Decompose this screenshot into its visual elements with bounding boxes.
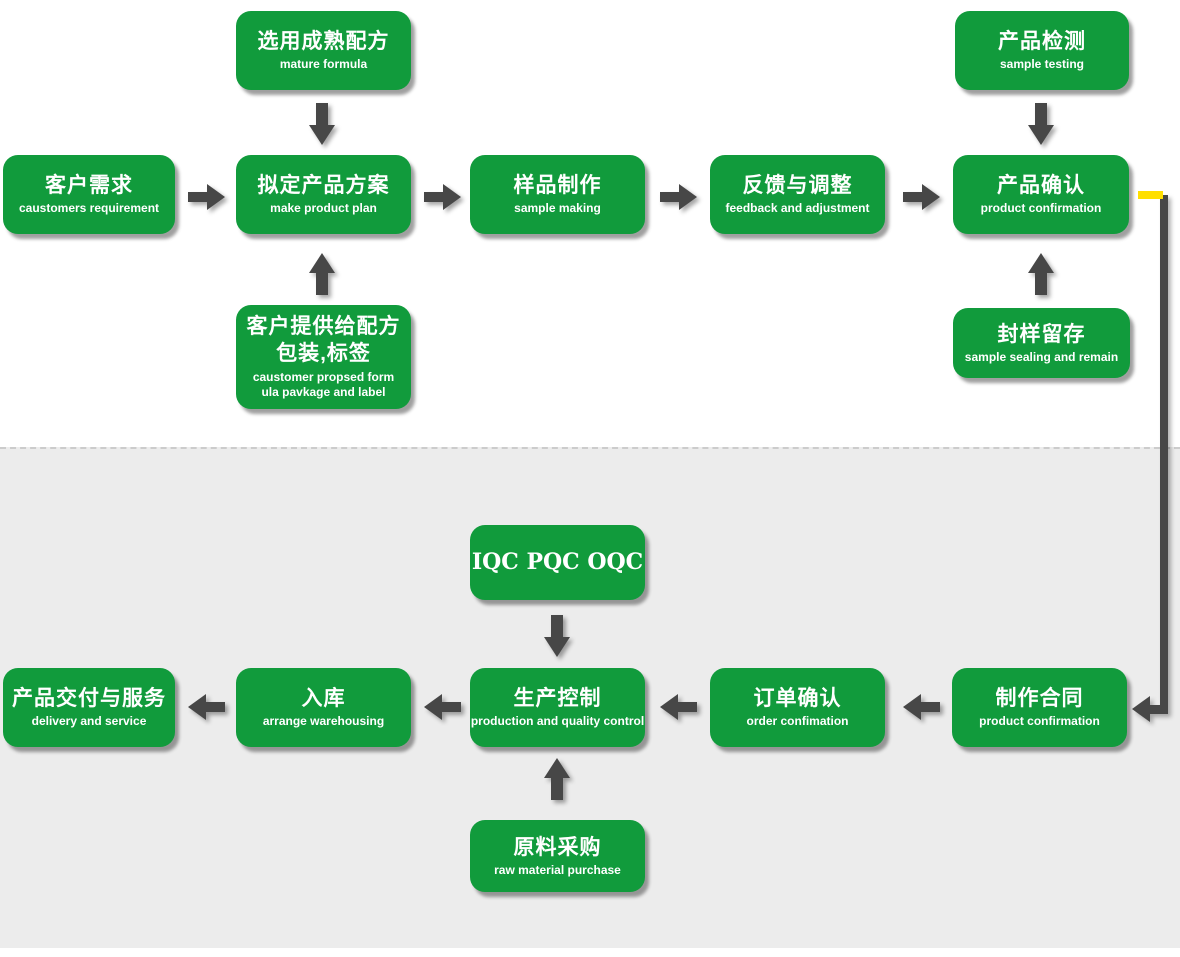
box-subtitle-line2: ula pavkage and label [261,385,386,400]
arrow-up-icon [1028,253,1054,295]
box-title: 入库 [301,687,346,711]
flow-box-sample-sealing: 封样留存 sample sealing and remain [953,308,1130,378]
flow-box-delivery-service: 产品交付与服务 delivery and service [3,668,175,747]
box-subtitle-line1: caustomer propsed form [252,369,395,384]
box-subtitle: arrange warehousing [262,714,385,729]
box-title: 原料采购 [513,835,602,859]
flow-box-customer-formula: 客户提供给配方 包装,标签 caustomer propsed form ula… [236,305,411,409]
box-subtitle: raw material purchase [494,862,621,877]
box-subtitle: production and quality control [470,714,645,729]
box-subtitle: mature formula [279,57,368,72]
arrow-down-icon [309,103,335,145]
arrow-right-icon [903,184,940,210]
flow-box-make-contract: 制作合同 product confirmation [952,668,1127,747]
arrow-up-icon [544,758,570,800]
arrow-left-icon [424,694,461,720]
flow-box-customer-requirement: 客户需求 caustomers requirement [3,155,175,234]
box-title: 客户需求 [45,174,133,198]
box-title: 选用成熟配方 [257,30,390,54]
arrow-left-icon [188,694,225,720]
flow-box-warehousing: 入库 arrange warehousing [236,668,411,747]
box-title: 制作合同 [995,687,1084,711]
box-subtitle: feedback and adjustment [725,201,870,216]
box-title: IQC PQC OQC [471,549,644,576]
box-title: 产品检测 [998,30,1086,54]
arrow-up-icon [309,253,335,295]
box-title: 订单确认 [753,687,842,711]
box-title-line1: 客户提供给配方 [246,315,401,339]
arrow-left-icon [903,694,940,720]
flow-box-mature-formula: 选用成熟配方 mature formula [236,11,411,90]
box-title: 封样留存 [997,322,1086,346]
box-subtitle: product confirmation [980,201,1102,216]
flow-box-iqc-pqc-oqc: IQC PQC OQC [470,525,645,600]
arrow-right-icon [660,184,697,210]
box-subtitle: make product plan [270,201,377,216]
box-subtitle: caustomers requirement [18,201,160,216]
box-subtitle: product confirmation [979,714,1100,729]
box-title: 产品确认 [997,174,1085,198]
arrow-left-icon [660,694,697,720]
flow-box-product-confirmation: 产品确认 product confirmation [953,155,1129,234]
box-title: 产品交付与服务 [12,687,166,711]
box-title-line2: 包装,标签 [276,342,371,366]
box-subtitle: sample sealing and remain [964,349,1119,364]
box-subtitle: sample making [514,201,601,216]
arrow-left-icon [1132,696,1150,722]
flow-box-sample-making: 样品制作 sample making [470,155,645,234]
box-title: 拟定产品方案 [257,174,390,198]
flow-box-product-plan: 拟定产品方案 make product plan [236,155,411,234]
box-subtitle: order confimation [746,714,849,729]
connector-horizontal-stub [1149,705,1168,714]
connector-vertical-line [1160,195,1168,714]
arrow-down-icon [1028,103,1054,145]
flow-box-sample-testing: 产品检测 sample testing [955,11,1129,90]
flow-box-raw-material: 原料采购 raw material purchase [470,820,645,892]
flow-box-order-confirmation: 订单确认 order confimation [710,668,885,747]
arrow-right-icon [188,184,225,210]
box-subtitle: sample testing [999,57,1085,72]
box-subtitle: delivery and service [31,714,147,729]
flow-box-production-control: 生产控制 production and quality control [470,668,645,747]
box-title: 样品制作 [513,174,602,198]
yellow-highlight-tab [1138,191,1163,199]
arrow-right-icon [424,184,461,210]
arrow-down-icon [544,615,570,657]
box-title: 生产控制 [513,687,602,711]
flow-box-feedback-adjustment: 反馈与调整 feedback and adjustment [710,155,885,234]
box-title: 反馈与调整 [742,174,853,198]
